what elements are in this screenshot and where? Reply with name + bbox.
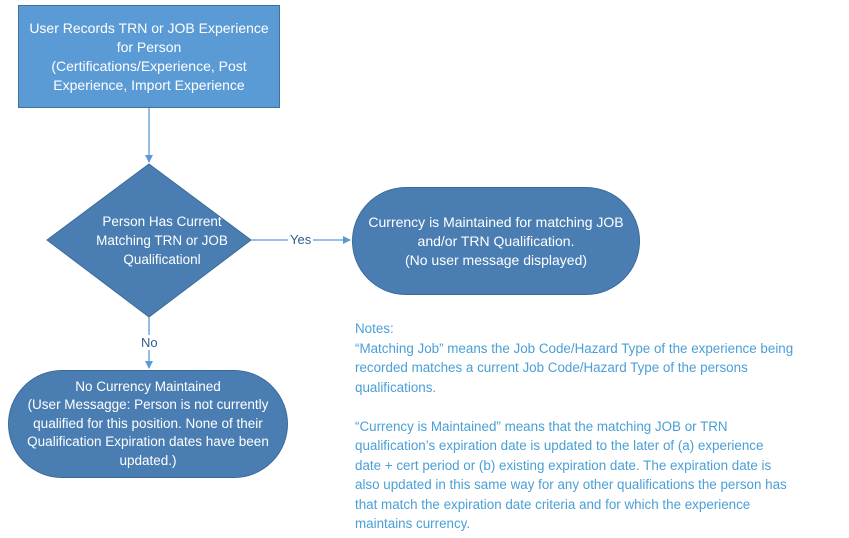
notes-line: that match the expiration date criteria … xyxy=(355,496,751,512)
start-line: (Certifications/Experience, Post xyxy=(51,57,247,74)
notes-line: qualification’s expiration date is updat… xyxy=(355,438,764,453)
notes-line: maintains currency. xyxy=(355,516,471,531)
notes-line: recorded matches a current Job Code/Haza… xyxy=(355,360,748,375)
start-line: User Records TRN or JOB Experience xyxy=(29,19,269,36)
notes-spacer xyxy=(355,397,843,417)
yes-outcome-line: Currency is Maintained for matching JOB xyxy=(368,213,624,230)
notes-heading: Notes: xyxy=(355,321,394,336)
start-process-box: User Records TRN or JOB Experience for P… xyxy=(18,5,280,108)
no-outcome-line: qualified for this position. None of the… xyxy=(33,415,263,431)
notes-line: qualifications. xyxy=(355,379,437,395)
no-outcome-line: No Currency Maintained xyxy=(75,378,221,394)
notes-line: “Matching Job” means the Job Code/Hazard… xyxy=(355,340,794,356)
yes-outcome-terminator: Currency is Maintained for matching JOB … xyxy=(352,187,640,295)
notes-line: also updated in this same way for any ot… xyxy=(355,477,787,492)
no-outcome-line: Qualification Expiration dates have been xyxy=(27,434,269,450)
notes-line: date + cert period or (b) existing expir… xyxy=(355,457,772,473)
no-outcome-line: updated.) xyxy=(119,452,177,468)
no-edge-label: No xyxy=(139,335,160,350)
decision-line: Matching TRN or JOB xyxy=(96,232,228,248)
decision-line: Person Has Current xyxy=(102,213,222,229)
yes-edge-label: Yes xyxy=(288,232,314,247)
notes-line: “Currency is Maintained” means that the … xyxy=(355,418,728,434)
yes-outcome-line: and/or TRN Qualification. xyxy=(417,232,575,249)
yes-outcome-line: (No user message displayed) xyxy=(404,251,588,268)
decision-label: Person Has Current Matching TRN or JOB Q… xyxy=(78,210,246,270)
decision-line: Qualificationl xyxy=(123,251,201,267)
notes-block: Notes: “Matching Job” means the Job Code… xyxy=(355,319,843,534)
start-line: for Person xyxy=(116,38,182,55)
no-outcome-terminator: No Currency Maintained (User Messagge: P… xyxy=(8,370,288,478)
no-outcome-line: (User Messagge: Person is not currently xyxy=(27,397,269,413)
start-line: Experience, Import Experience xyxy=(53,76,245,93)
